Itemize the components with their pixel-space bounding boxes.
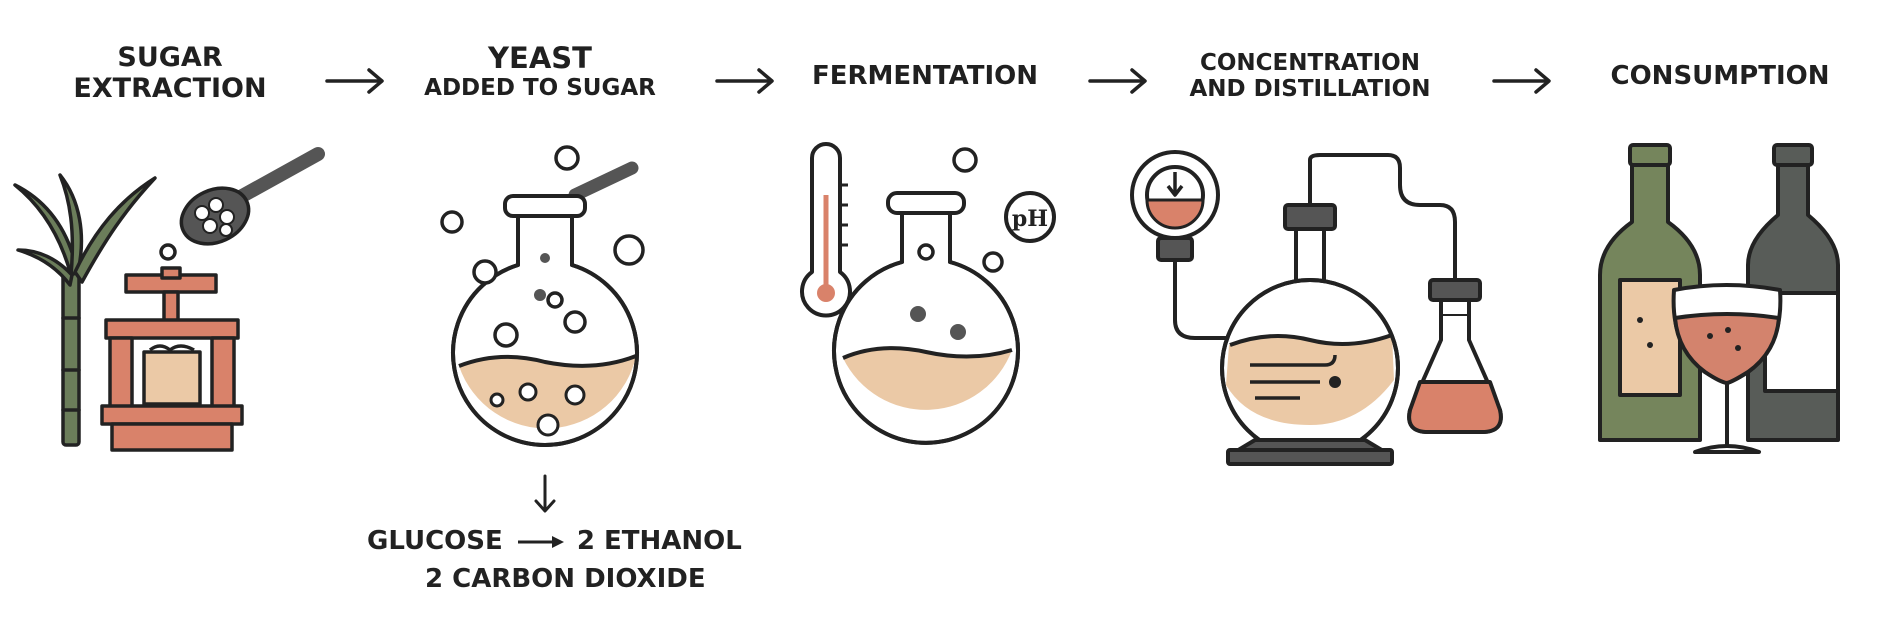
step-title-fermentation: FERMENTATION bbox=[790, 61, 1060, 92]
spoon-icon bbox=[179, 147, 325, 246]
step-title-line1: CONSUMPTION bbox=[1610, 61, 1830, 91]
sugarcane-icon bbox=[13, 173, 157, 447]
press-icon bbox=[100, 243, 244, 452]
ph-meter-icon: pH bbox=[1004, 191, 1056, 243]
equation-product-ethanol: 2 ETHANOL bbox=[576, 526, 742, 556]
step-title-line1: FERMENTATION bbox=[811, 61, 1039, 91]
equation-product-co2: 2 CARBON DIOXIDE bbox=[425, 564, 706, 594]
step-title-line1: YEAST bbox=[488, 41, 592, 75]
equation-line-2: 2 CARBON DIOXIDE bbox=[425, 564, 706, 594]
ph-label: pH bbox=[1012, 206, 1048, 232]
bubbles bbox=[952, 147, 1004, 273]
step-title-yeast: YEAST ADDED TO SUGAR bbox=[405, 41, 675, 102]
wine-glass-icon bbox=[1671, 283, 1783, 454]
step-title-line2: AND DISTILLATION bbox=[1189, 76, 1431, 103]
flow-arrow-4 bbox=[1492, 68, 1551, 94]
step-title-concentration: CONCENTRATION AND DISTILLATION bbox=[1160, 50, 1460, 103]
distillation-flask-icon bbox=[1220, 153, 1503, 466]
flow-arrow-3 bbox=[1088, 68, 1147, 94]
fermentation-flask-icon bbox=[832, 191, 1020, 445]
step-title-consumption: CONSUMPTION bbox=[1580, 61, 1860, 92]
flask-icon bbox=[451, 161, 639, 447]
wine-bottle-icon bbox=[1598, 143, 1702, 442]
equation-line-1: GLUCOSE 2 ETHANOL bbox=[367, 526, 742, 556]
step-title-line1: CONCENTRATION bbox=[1200, 50, 1420, 76]
step-title-line2: EXTRACTION bbox=[73, 73, 267, 105]
bubbles bbox=[440, 145, 645, 285]
step-title-line1: SUGAR bbox=[117, 42, 223, 73]
step-title-line2: ADDED TO SUGAR bbox=[424, 75, 656, 102]
gauge-icon bbox=[1130, 150, 1240, 340]
step-title-sugar-extraction: SUGAR EXTRACTION bbox=[40, 42, 300, 104]
equation-reactant: GLUCOSE bbox=[367, 526, 503, 556]
thermometer-icon bbox=[800, 142, 852, 318]
flow-arrow-1 bbox=[325, 68, 384, 94]
down-arrow-icon bbox=[534, 474, 556, 513]
equation-arrow-icon bbox=[517, 535, 564, 548]
flow-arrow-2 bbox=[715, 68, 774, 94]
